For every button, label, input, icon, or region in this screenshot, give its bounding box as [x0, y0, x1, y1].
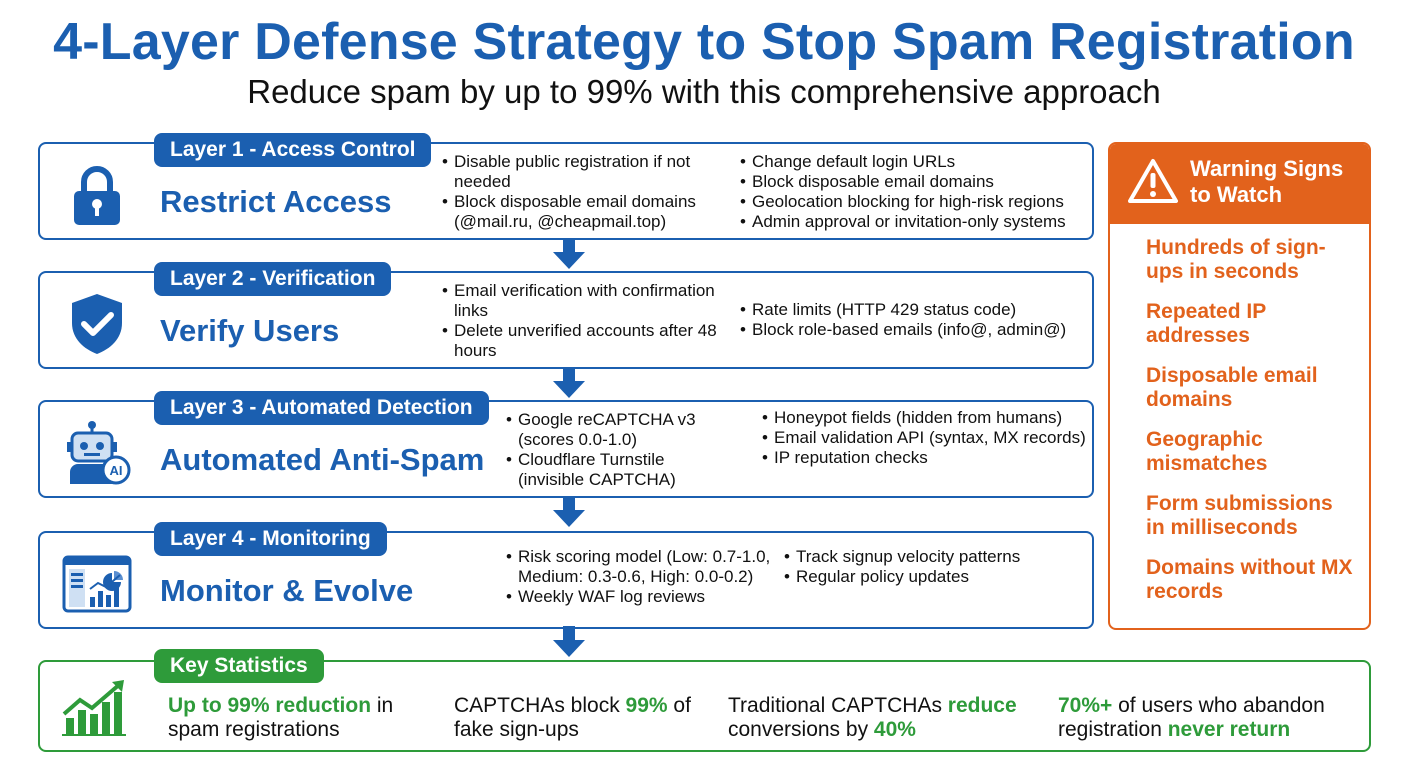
bullet-item: Geolocation blocking for high-risk regio…	[740, 192, 1090, 212]
bullet-item: Track signup velocity patterns	[784, 547, 1074, 567]
bullet-item: Regular policy updates	[784, 567, 1074, 587]
bullet-item: Disable public registration if not neede…	[442, 152, 732, 192]
bullet-item: Risk scoring model (Low: 0.7-1.0, Medium…	[506, 547, 786, 587]
dashboard-icon	[62, 555, 132, 613]
warning-signs-panel: Warning Signs to Watch Hundreds of sign-…	[1108, 142, 1371, 630]
lock-icon	[74, 166, 120, 225]
layer-1-bullets-right: Change default login URLs Block disposab…	[740, 152, 1090, 232]
bullet-item: Email verification with confirmation lin…	[442, 281, 737, 321]
stats-tag: Key Statistics	[154, 649, 324, 683]
stat-1-text: in spam registrations	[168, 694, 394, 741]
layer-4-bullets-left: Risk scoring model (Low: 0.7-1.0, Medium…	[506, 547, 786, 607]
warning-triangle-icon	[1128, 159, 1178, 203]
stat-4-text: of users who abandon registration	[1058, 694, 1325, 741]
layer-4-bullets-right: Track signup velocity patterns Regular p…	[784, 547, 1074, 587]
layer-1-card: Layer 1 - Access Control Restrict Access…	[38, 133, 1094, 240]
stat-4: 70%+ of users who abandon registration n…	[1058, 694, 1358, 742]
bullet-item: Block role-based emails (info@, admin@)	[740, 320, 1090, 340]
bullet-item: Admin approval or invitation-only system…	[740, 212, 1090, 232]
bullet-item: Rate limits (HTTP 429 status code)	[740, 300, 1090, 320]
layer-2-card: Layer 2 - Verification Verify Users Emai…	[38, 262, 1094, 369]
stat-3-text: Traditional CAPTCHAs	[728, 694, 948, 717]
stat-3: Traditional CAPTCHAs reduce conversions …	[728, 694, 1018, 742]
warning-item: Domains without MX records	[1146, 556, 1353, 603]
warning-item: Repeated IP addresses	[1146, 300, 1266, 347]
bullet-item: Block disposable email domains (@mail.ru…	[442, 192, 732, 232]
bullet-item: Weekly WAF log reviews	[506, 587, 786, 607]
key-statistics-panel: Key Statistics Up to 99% reduction in sp…	[38, 649, 1371, 752]
stat-2-highlight: 99%	[625, 694, 668, 717]
layer-2-heading: Verify Users	[160, 313, 340, 348]
warning-item: Geographic mismatches	[1146, 428, 1268, 475]
page-subtitle: Reduce spam by up to 99% with this compr…	[247, 73, 1161, 110]
bullet-item: Google reCAPTCHA v3 (scores 0.0-1.0)	[506, 410, 731, 450]
down-arrow-icon	[553, 496, 585, 527]
bullet-item: Delete unverified accounts after 48 hour…	[442, 321, 737, 361]
warning-item: Form submissions in milliseconds	[1146, 492, 1333, 539]
stat-4-highlight: 70%+	[1058, 694, 1113, 717]
layer-1-tag: Layer 1 - Access Control	[154, 133, 432, 167]
stat-1-highlight: Up to 99% reduction	[168, 694, 372, 717]
layer-1-heading: Restrict Access	[160, 184, 392, 219]
stat-4-highlight-end: never return	[1167, 718, 1291, 741]
bullet-item: Email validation API (syntax, MX records…	[762, 428, 1087, 448]
page-title: 4-Layer Defense Strategy to Stop Spam Re…	[53, 13, 1355, 71]
layer-4-card: Layer 4 - Monitoring Monitor & Evolve Ri…	[38, 522, 1094, 629]
layer-3-heading: Automated Anti-Spam	[160, 442, 485, 477]
stat-2-text: CAPTCHAs block	[454, 694, 626, 717]
layer-3-bullets-right: Honeypot fields (hidden from humans) Ema…	[762, 408, 1087, 468]
layer-2-tag: Layer 2 - Verification	[154, 262, 392, 296]
layer-4-heading: Monitor & Evolve	[160, 573, 414, 608]
growth-chart-icon	[62, 680, 126, 736]
stat-3-highlight-end: 40%	[873, 718, 916, 741]
ai-badge-text: AI	[110, 463, 123, 478]
bullet-item: Honeypot fields (hidden from humans)	[762, 408, 1087, 428]
stat-1: Up to 99% reduction in spam registration…	[168, 694, 408, 742]
warning-item: Hundreds of sign-ups in seconds	[1146, 236, 1326, 283]
layer-3-bullets-left: Google reCAPTCHA v3 (scores 0.0-1.0) Clo…	[506, 410, 731, 490]
layer-2-bullets-left: Email verification with confirmation lin…	[442, 281, 737, 361]
layer-4-tag: Layer 4 - Monitoring	[154, 522, 387, 556]
down-arrow-icon	[553, 367, 585, 398]
ai-robot-icon: AI	[67, 421, 131, 485]
bullet-item: Change default login URLs	[740, 152, 1090, 172]
down-arrow-icon	[553, 238, 585, 269]
stat-2-text-end: of fake sign-ups	[454, 694, 691, 741]
stat-3-text-mid: conversions by	[728, 718, 874, 741]
stat-3-highlight: reduce	[947, 694, 1017, 717]
layer-2-bullets-right: Rate limits (HTTP 429 status code) Block…	[740, 300, 1090, 340]
layer-3-tag: Layer 3 - Automated Detection	[154, 391, 489, 425]
bullet-item: Cloudflare Turnstile (invisible CAPTCHA)	[506, 450, 731, 490]
bullet-item: Block disposable email domains	[740, 172, 1090, 192]
shield-check-icon	[72, 294, 122, 354]
layer-1-bullets-left: Disable public registration if not neede…	[442, 152, 732, 232]
bullet-item: IP reputation checks	[762, 448, 1087, 468]
warning-list: Hundreds of sign-ups in seconds Repeated…	[1146, 236, 1356, 620]
warning-header: Warning Signs to Watch	[1110, 144, 1369, 224]
layer-3-card: Layer 3 - Automated Detection AI Automat…	[38, 391, 1094, 498]
down-arrow-icon	[553, 626, 585, 657]
stat-2: CAPTCHAs block 99% of fake sign-ups	[454, 694, 694, 742]
warning-title: Warning Signs to Watch	[1190, 156, 1344, 207]
warning-item: Disposable email domains	[1146, 364, 1318, 411]
